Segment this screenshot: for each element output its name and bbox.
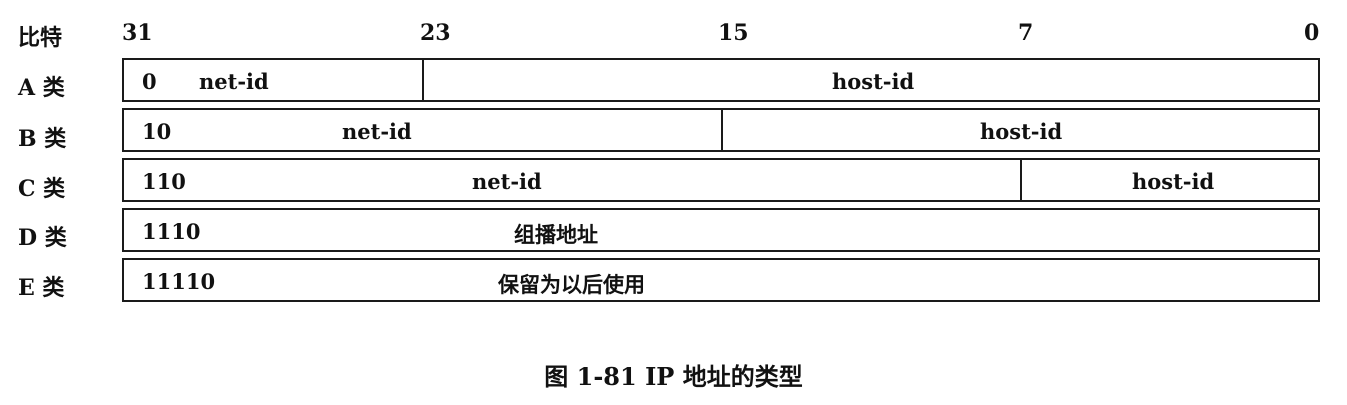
row-label-class-e: E 类 — [18, 275, 65, 301]
multicast-address-label: 组播地址 — [514, 222, 598, 247]
reserved-label: 保留为以后使用 — [498, 272, 645, 297]
row-label-class-c: C 类 — [18, 176, 66, 202]
address-row-class-a: 0 net-id host-id — [122, 58, 1320, 102]
bit-header-label: 比特 — [18, 25, 63, 51]
net-id-label: net-id — [472, 169, 542, 194]
bit-mark-7: 7 — [1018, 20, 1034, 46]
field-divider — [1020, 160, 1022, 200]
prefix-bits: 11110 — [142, 269, 216, 294]
bit-mark-31: 31 — [122, 20, 153, 46]
field-divider — [721, 110, 723, 150]
host-id-label: host-id — [980, 119, 1063, 144]
row-label-class-b: B 类 — [18, 126, 67, 152]
row-label-class-d: D 类 — [18, 225, 67, 251]
row-label-class-a: A 类 — [18, 75, 65, 101]
prefix-bits: 110 — [142, 169, 186, 194]
net-id-label: net-id — [199, 69, 269, 94]
address-row-class-b: 10 net-id host-id — [122, 108, 1320, 152]
address-row-class-c: 110 net-id host-id — [122, 158, 1320, 202]
prefix-bits: 0 — [142, 69, 157, 94]
address-row-class-d: 1110 组播地址 — [122, 208, 1320, 252]
net-id-label: net-id — [342, 119, 412, 144]
address-row-class-e: 11110 保留为以后使用 — [122, 258, 1320, 302]
host-id-label: host-id — [1132, 169, 1215, 194]
host-id-label: host-id — [832, 69, 915, 94]
bit-mark-15: 15 — [718, 20, 749, 46]
bit-mark-0: 0 — [1304, 20, 1320, 46]
prefix-bits: 10 — [142, 119, 172, 144]
prefix-bits: 1110 — [142, 219, 201, 244]
bit-mark-23: 23 — [420, 20, 451, 46]
figure-caption: 图 1-81 IP 地址的类型 — [544, 362, 803, 391]
field-divider — [422, 60, 424, 100]
